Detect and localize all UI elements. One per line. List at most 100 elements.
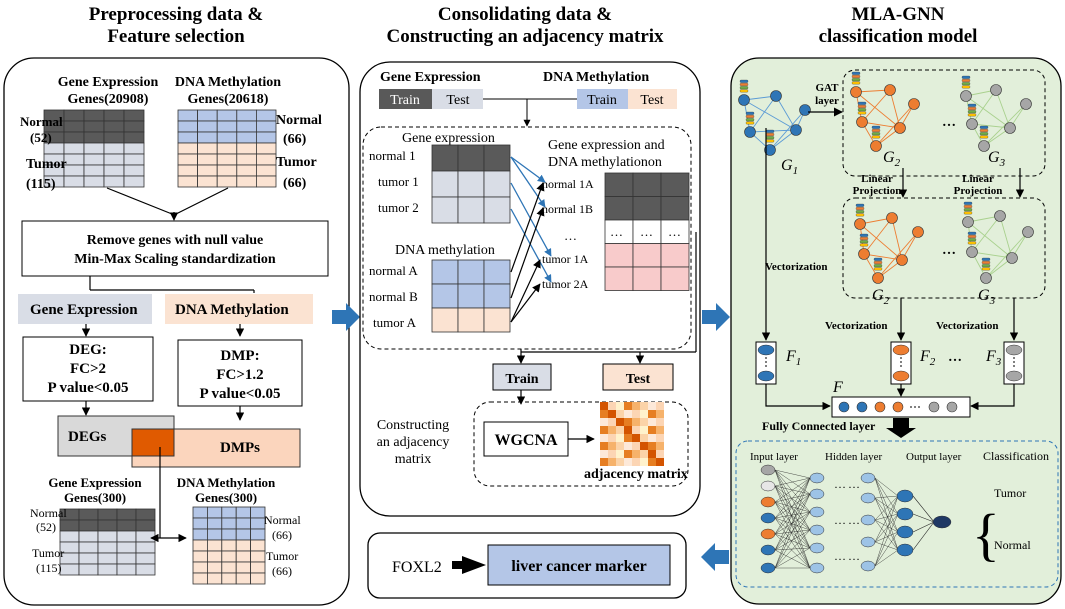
graph-edge: [749, 95, 777, 133]
matrix-cell: [235, 517, 251, 530]
matrix-cell: [632, 172, 662, 197]
matrix-cell: [632, 196, 662, 221]
matrix-cell: [123, 175, 145, 188]
graph-node: [908, 98, 920, 110]
matrix-cell: [250, 517, 266, 530]
concat-node: [946, 401, 958, 413]
heatmap-cell: [656, 450, 664, 458]
matrix-cell: [197, 109, 218, 122]
nn-edge: [774, 529, 811, 569]
matrix-cell: [250, 561, 266, 574]
matrix-cell: [197, 120, 218, 133]
heatmap-cell: [640, 418, 648, 426]
nn-edge: [774, 529, 811, 535]
gat-layer-box-1: [842, 69, 1046, 177]
heatmap-cell: [616, 410, 624, 418]
nn-edge: [774, 477, 811, 487]
row-combined-0: normal 1A: [542, 177, 594, 191]
matrix-cell: [97, 552, 118, 565]
nn-edge: [774, 485, 811, 531]
feature-stack: [963, 201, 973, 205]
feature-stack: [961, 79, 971, 82]
ge300-tumor-label: Tumor: [32, 546, 64, 560]
matrix-cell: [116, 519, 137, 532]
matrix-cell: [250, 506, 266, 519]
feature-stack: [963, 208, 973, 212]
feature-vector-f2: [890, 341, 912, 385]
wgcna-label: WGCNA: [494, 432, 558, 449]
feature-stack: [855, 207, 865, 210]
dmp-line1: DMP:: [220, 348, 259, 364]
graph-edge: [875, 103, 915, 147]
deg-box: [22, 336, 154, 402]
row-ge-1: tumor 1: [378, 174, 419, 189]
matrix-cell: [97, 541, 118, 554]
matrix-cell: [255, 142, 277, 155]
matrix-cell: [135, 508, 156, 521]
heatmap-cell: [608, 426, 616, 434]
map-arrow-nb: [510, 207, 545, 299]
nn-edge: [874, 477, 899, 497]
deg-line1: DEG:: [69, 342, 107, 358]
feature-vector-f1: [755, 341, 777, 385]
matrix-cell: [235, 572, 251, 585]
matrix-cell: [236, 153, 257, 166]
dm-train-bar: [577, 89, 628, 109]
matrix-cell: [63, 153, 85, 166]
matrix-cell: [97, 508, 118, 521]
nn-edge: [774, 485, 811, 549]
matrix-cell: [250, 539, 266, 552]
matrix-cell: [197, 142, 218, 155]
matrix-cell: [135, 563, 156, 576]
feature-stack: [981, 264, 991, 268]
heatmap-cell: [624, 434, 632, 442]
graph-node: [856, 116, 868, 128]
input-layer-label: Input layer: [750, 451, 798, 463]
nn-edge: [774, 493, 811, 551]
matrix-cell: [255, 153, 277, 166]
mid-dm-header: DNA Methylation: [543, 70, 649, 85]
dm300-tumor-label: Tumor: [266, 549, 298, 563]
heatmap-cell: [600, 410, 608, 418]
nn-ellipsis: …: [834, 549, 846, 563]
liver-cancer-marker-label: liver cancer marker: [511, 558, 646, 575]
map-arrow-n1-1b: [510, 156, 546, 208]
matrix-cell: [123, 120, 145, 133]
graph-node: [1004, 122, 1016, 134]
nn-input-node: [760, 464, 776, 476]
graph-edge: [971, 215, 1001, 253]
feature-stack: [739, 83, 749, 86]
selected-gene-expression-matrix: [59, 508, 156, 576]
graph-edge: [971, 123, 1011, 129]
matrix-cell: [59, 530, 80, 543]
matrix-cell: [221, 550, 237, 563]
graph-node: [872, 272, 884, 284]
nn-ellipsis: …: [834, 513, 846, 527]
graph-node: [960, 90, 972, 102]
feature-stack: [871, 132, 881, 136]
graph-node: [1022, 226, 1034, 238]
matrix-cell: [103, 142, 125, 155]
feature-stack: [873, 257, 883, 261]
matrix-cell: [63, 175, 85, 188]
feature-stack: [981, 257, 991, 261]
to-fc-arrow: [886, 418, 916, 438]
matrix-cell: [431, 144, 459, 172]
dmp-line3: P value<0.05: [199, 386, 280, 402]
nn-edge: [874, 531, 899, 543]
matrix-cell: [457, 259, 485, 285]
matrix-cell: [250, 528, 266, 541]
neural-network: ………………: [760, 464, 952, 574]
remove-null-box: [21, 220, 329, 277]
matrix-cell: [250, 550, 266, 563]
graph-node: [886, 212, 898, 224]
matrix-cell: [97, 563, 118, 576]
graph-edge: [743, 99, 797, 131]
heatmap-cell: [640, 442, 648, 450]
heatmap-cell: [624, 450, 632, 458]
feature-stack: [859, 240, 869, 244]
graph-node: [884, 84, 896, 96]
matrix-cell: [216, 153, 238, 166]
heatmap-cell: [624, 442, 632, 450]
dm-normal-label: Normal: [276, 113, 322, 128]
